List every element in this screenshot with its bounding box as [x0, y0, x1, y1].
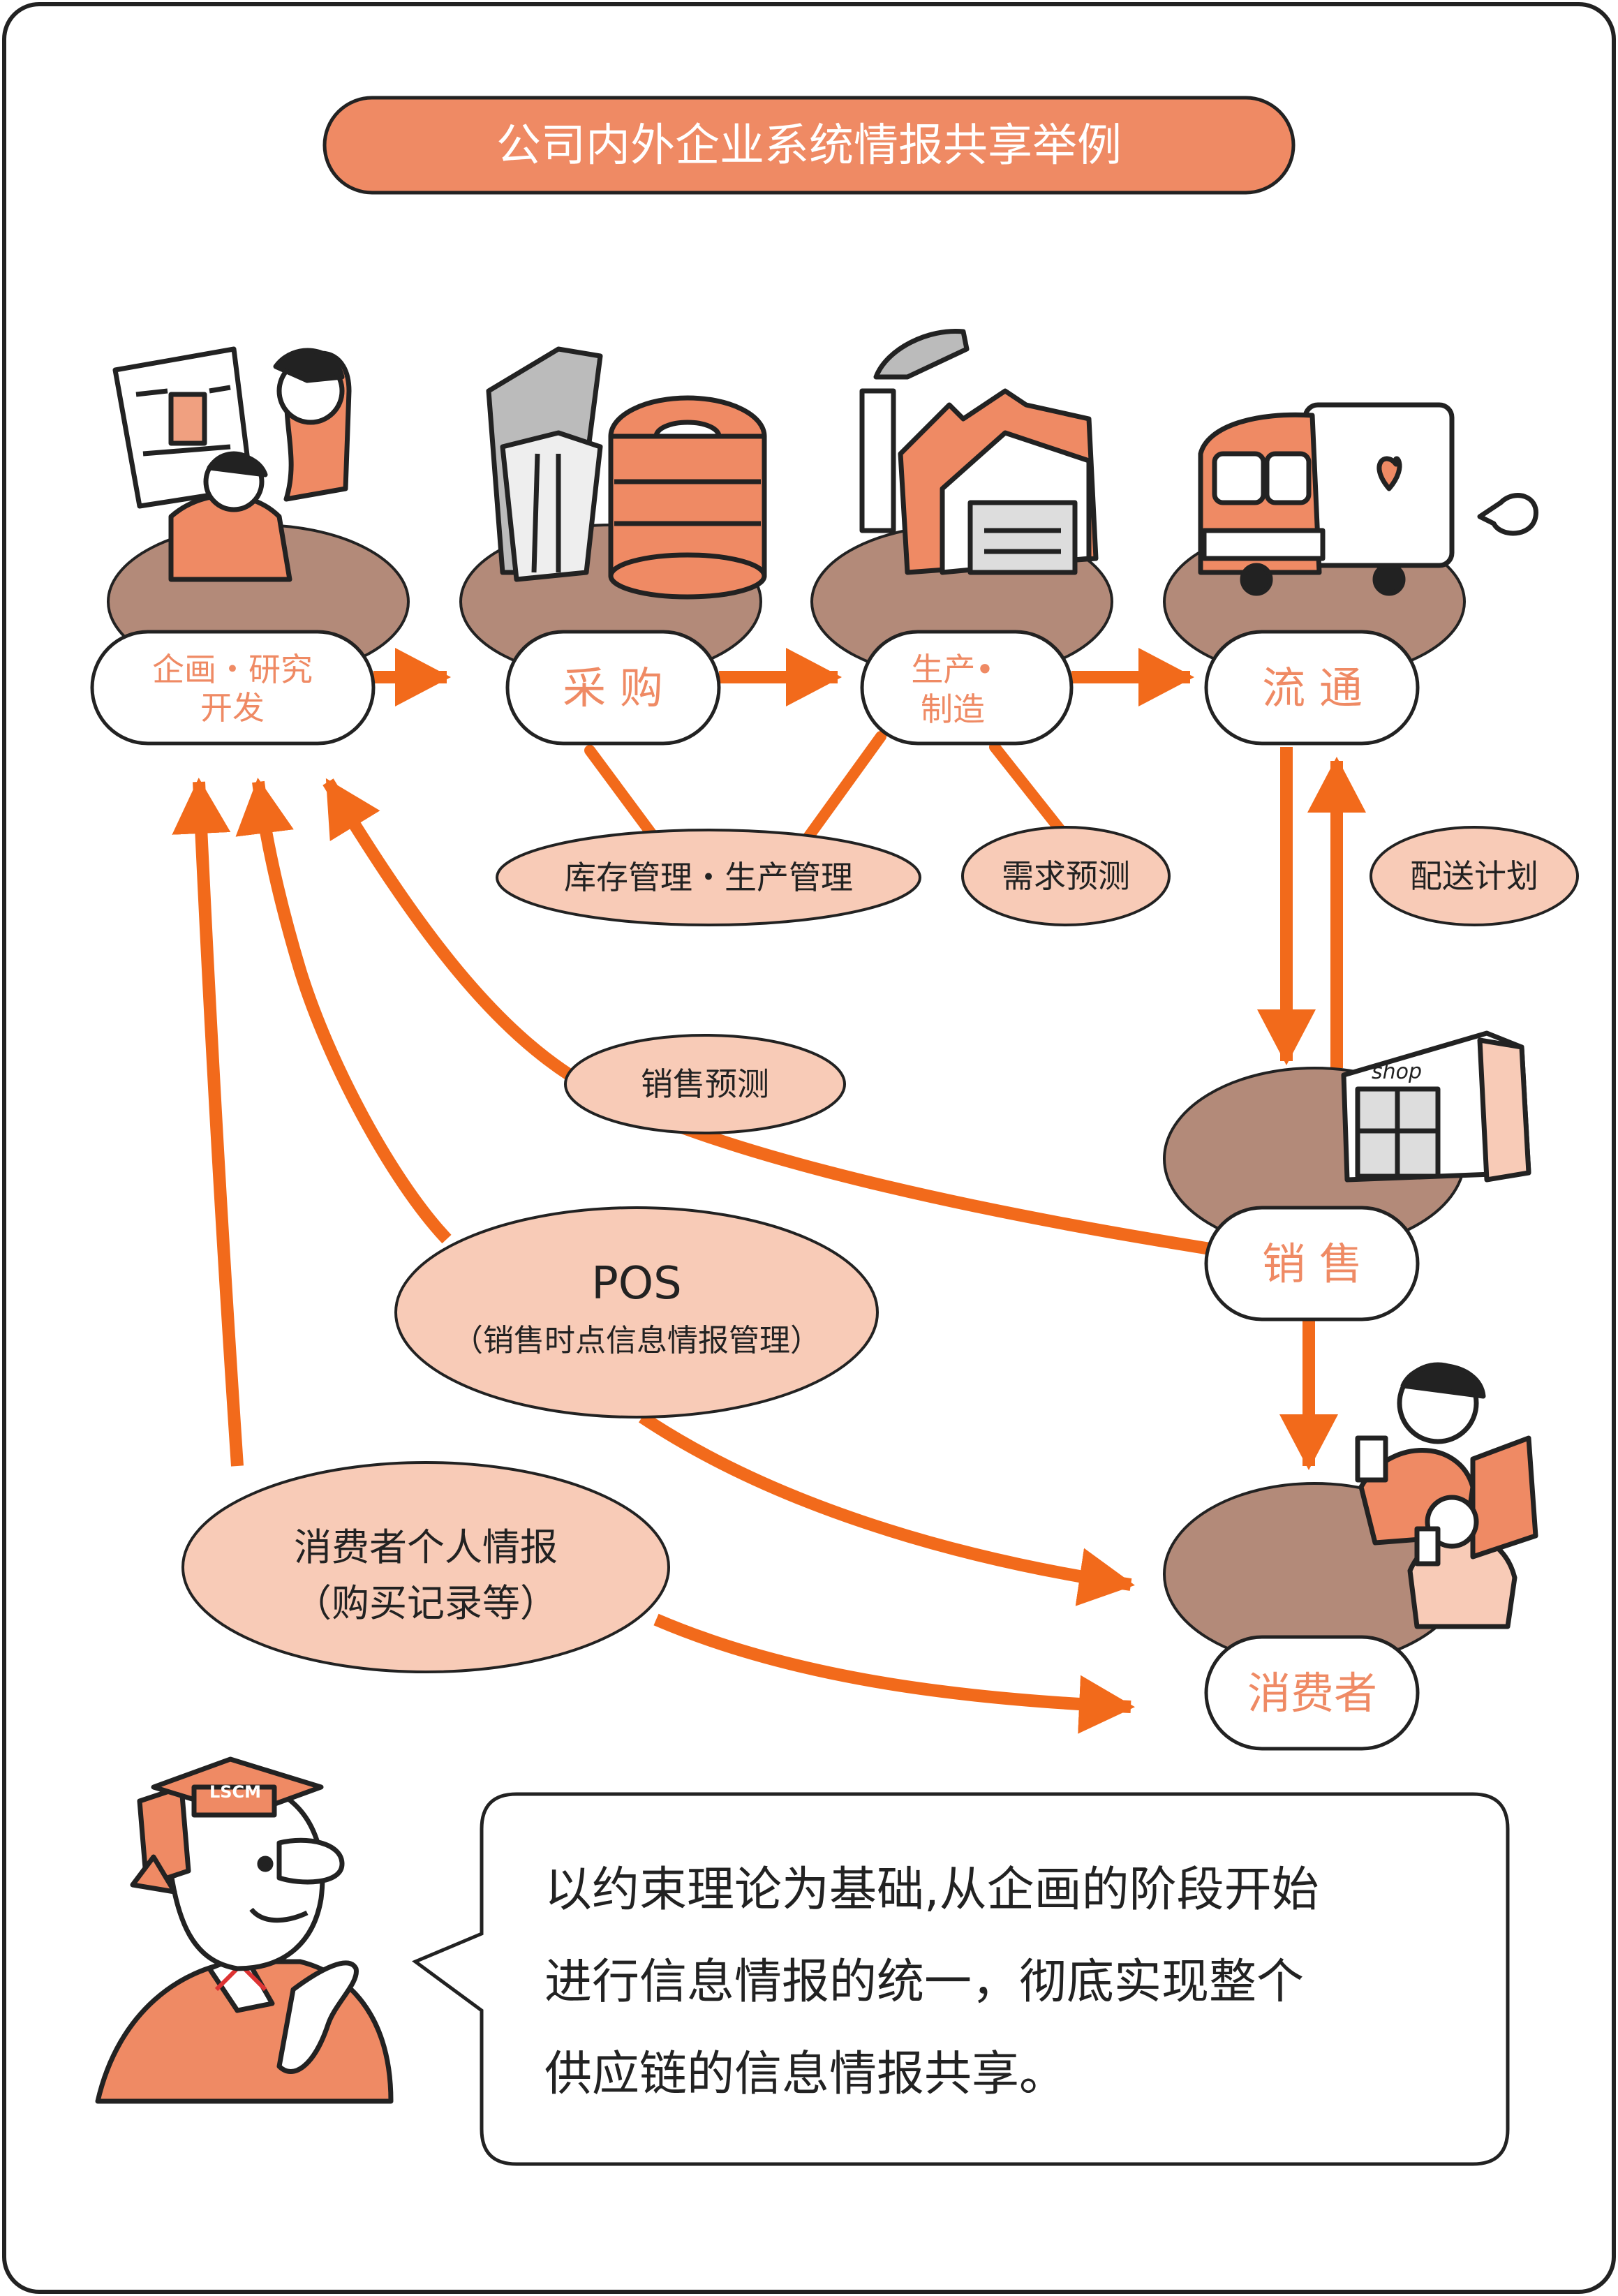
info-pos: POS （销售时点信息情报管理）	[394, 1206, 879, 1419]
info-demand-label: 需求预测	[1002, 857, 1130, 895]
info-pos-title: POS	[591, 1258, 682, 1310]
speech-line-2: 进行信息情报的统一，彻底实现整个	[544, 1955, 1304, 2010]
node-distribution-label: 流 通	[1262, 662, 1363, 713]
arrow-consumer-info-feedback	[172, 778, 244, 1467]
node-sales[interactable]: 销 售	[1204, 1206, 1420, 1321]
node-distribution[interactable]: 流 通	[1204, 630, 1420, 746]
speech-bubble: 以约束理论为基础,从企画的阶段开始 进行信息情报的统一，彻底实现整个 供应链的信…	[411, 1792, 1510, 2166]
node-consumer-label: 消费者	[1247, 1668, 1377, 1719]
planning-illustration-icon	[112, 346, 352, 582]
truck-illustration-icon	[1198, 402, 1538, 596]
page-title: 公司内外企业系统情报共享举例	[496, 120, 1122, 172]
node-consumer[interactable]: 消费者	[1204, 1635, 1420, 1751]
node-sales-label: 销 售	[1262, 1238, 1363, 1289]
info-delivery-label: 配送计划	[1410, 857, 1538, 895]
node-purchasing-label: 采 购	[563, 662, 663, 713]
materials-illustration-icon	[486, 346, 767, 600]
factory-illustration-icon	[859, 328, 1099, 575]
info-inventory: 库存管理・生产管理	[496, 829, 921, 926]
node-production-label-2: 制造	[921, 690, 985, 728]
info-connectors	[584, 731, 1067, 850]
info-consumer-data-line1: 消费者个人情报	[294, 1525, 558, 1569]
info-sales-forecast-label: 销售预测	[641, 1065, 769, 1103]
speech-line-3: 供应链的信息情报共享。	[544, 2047, 1067, 2102]
shop-illustration-icon: shop	[1341, 1030, 1531, 1183]
info-delivery: 配送计划	[1370, 826, 1579, 926]
info-demand: 需求预测	[961, 826, 1171, 926]
info-consumer-data-line2: （购买记录等）	[294, 1581, 558, 1625]
node-planning[interactable]: 企画・研究 开发	[90, 630, 376, 746]
mascot-cap-badge: LSCM	[209, 1782, 261, 1802]
info-consumer-data: 消费者个人情报 （购买记录等）	[181, 1461, 670, 1673]
node-purchasing[interactable]: 采 购	[505, 630, 721, 746]
consumers-illustration-icon	[1355, 1362, 1538, 1629]
svg-text:shop: shop	[1372, 1060, 1422, 1084]
info-pos-subtitle: （销售时点信息情报管理）	[452, 1323, 821, 1358]
title-banner: 公司内外企业系统情报共享举例	[322, 96, 1296, 195]
speech-line-1: 以约束理论为基础,从企画的阶段开始	[544, 1862, 1319, 1918]
node-production[interactable]: 生产• 制造	[860, 630, 1074, 746]
info-sales-forecast: 销售预测	[564, 1034, 846, 1134]
node-planning-label-1: 企画・研究	[152, 651, 313, 688]
info-inventory-label: 库存管理・生产管理	[564, 859, 853, 896]
arrow-consumer-info-to-consumer	[653, 1613, 1135, 1734]
node-production-label-1: 生产•	[911, 651, 994, 688]
professor-mascot-icon: LSCM	[95, 1756, 394, 2104]
arrow-pos-to-consumer	[639, 1412, 1135, 1606]
node-planning-label-2: 开发	[200, 689, 265, 727]
arrow-pos-feedback	[235, 778, 452, 1244]
